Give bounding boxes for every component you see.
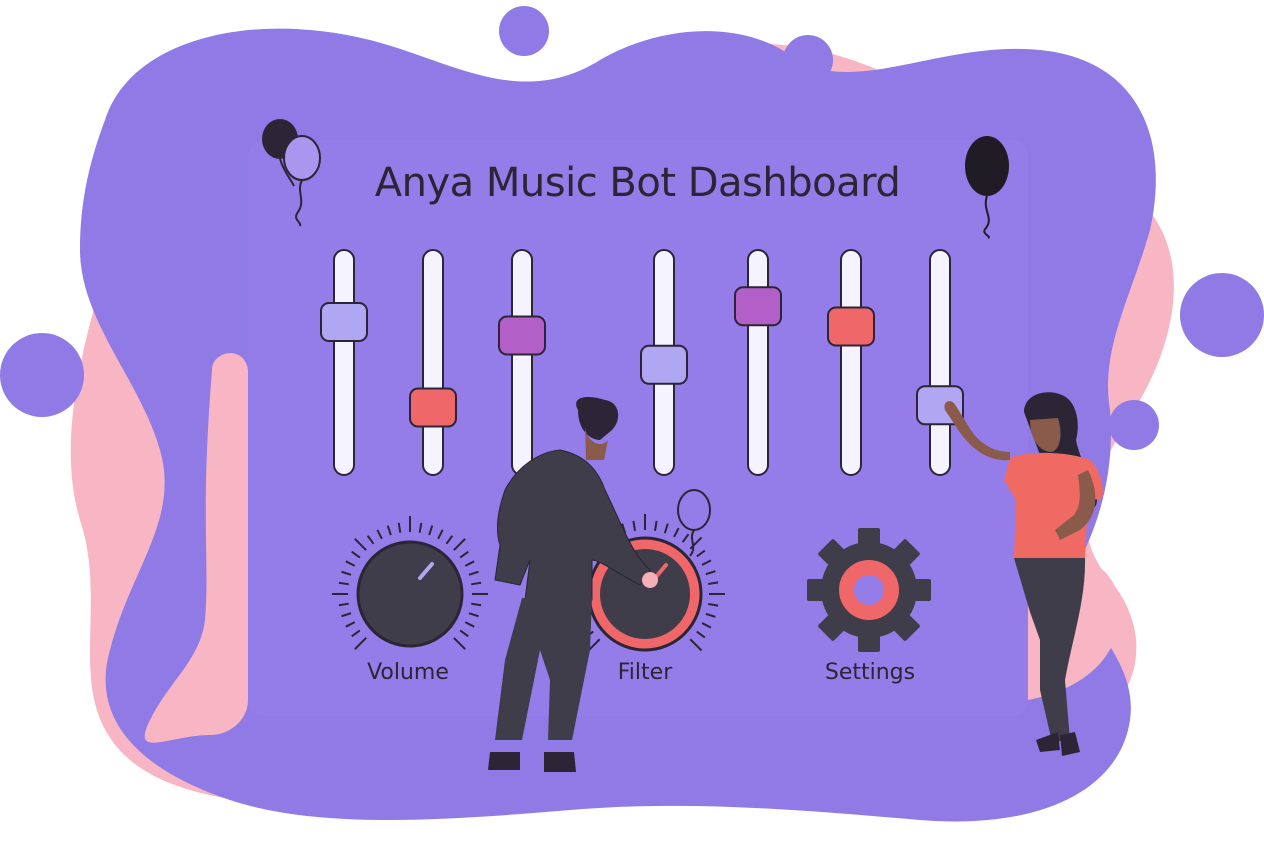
decor-circle: [1180, 273, 1264, 357]
knob-tick: [341, 612, 352, 618]
knob-tick: [354, 637, 367, 650]
knob-tick: [663, 523, 669, 534]
knob-tick: [696, 630, 706, 639]
slider-5[interactable]: [734, 249, 782, 476]
knob-tick: [345, 560, 356, 567]
decor-circle: [783, 35, 833, 85]
knob-tick: [587, 638, 601, 652]
balloon-icon: [677, 489, 711, 557]
person-woman: [944, 392, 1103, 756]
slider-handle[interactable]: [640, 344, 688, 385]
knob-tick: [437, 529, 444, 540]
knob-tick: [376, 529, 383, 540]
knob-tick: [708, 603, 719, 607]
decor-circle: [0, 333, 84, 417]
knob-tick: [453, 637, 466, 650]
knob-tick: [689, 536, 703, 550]
knob-tick: [681, 533, 690, 543]
balloon-icon: [262, 119, 321, 227]
knob-tick: [453, 538, 466, 551]
slider-3[interactable]: [498, 249, 546, 476]
volume-knob-ticks: [332, 516, 488, 650]
decor-circle: [684, 87, 704, 107]
slider-4[interactable]: [640, 249, 688, 476]
knob-tick: [464, 621, 475, 628]
knob-tick: [689, 638, 703, 652]
person-man: [488, 397, 658, 772]
knob-tick: [397, 522, 402, 533]
slider-track: [422, 249, 444, 476]
knob-tick: [459, 550, 469, 559]
knob-tick: [354, 538, 367, 551]
knob-tick: [632, 520, 636, 531]
knob-tick: [673, 527, 680, 538]
slider-handle[interactable]: [320, 302, 368, 342]
knob-tick: [338, 581, 349, 586]
knob-tick: [705, 612, 716, 618]
slider-track: [333, 249, 355, 476]
knob-tick: [654, 520, 658, 531]
knob-tick: [418, 522, 423, 533]
settings-label: Settings: [824, 660, 916, 685]
slider-handle[interactable]: [827, 306, 875, 347]
knob-tick: [351, 629, 361, 638]
decor-circle: [499, 6, 549, 56]
volume-label: Volume: [367, 660, 449, 685]
knob-tick: [366, 535, 375, 545]
knob-tick: [468, 570, 479, 576]
page-title: Anya Music Bot Dashboard: [374, 160, 901, 206]
knob-tick: [468, 612, 479, 618]
filter-label: Filter: [617, 660, 673, 685]
equalizer-sliders: [320, 249, 964, 476]
knob-tick: [386, 525, 392, 536]
knob-tick: [464, 560, 475, 567]
slider-2[interactable]: [409, 249, 457, 476]
knob-tick: [701, 622, 712, 629]
knob-tick: [471, 581, 482, 586]
knob-tick: [338, 602, 349, 607]
knob-tick: [351, 550, 361, 559]
slider-handle[interactable]: [498, 315, 546, 356]
slider-track: [840, 249, 862, 476]
knob-tick: [696, 549, 706, 558]
knob-tick: [428, 525, 434, 536]
slider-handle[interactable]: [734, 286, 782, 327]
knob-tick: [445, 535, 454, 545]
knob-tick: [705, 570, 716, 576]
knob-tick: [341, 570, 352, 576]
knob-tick: [701, 559, 712, 566]
knob-tick: [459, 629, 469, 638]
inner-blob-pink: [144, 353, 248, 743]
slider-handle[interactable]: [409, 387, 457, 428]
knob-tick: [708, 581, 719, 585]
knob-tick: [471, 602, 482, 607]
slider-track: [511, 249, 533, 476]
slider-6[interactable]: [827, 249, 875, 476]
slider-1[interactable]: [320, 249, 368, 476]
gear-icon[interactable]: [807, 528, 931, 652]
knob-tick: [345, 621, 356, 628]
decor-circle: [1109, 400, 1159, 450]
volume-knob[interactable]: [332, 516, 488, 650]
balloon-icon: [965, 136, 1009, 239]
slider-track: [929, 249, 951, 476]
slider-track: [747, 249, 769, 476]
